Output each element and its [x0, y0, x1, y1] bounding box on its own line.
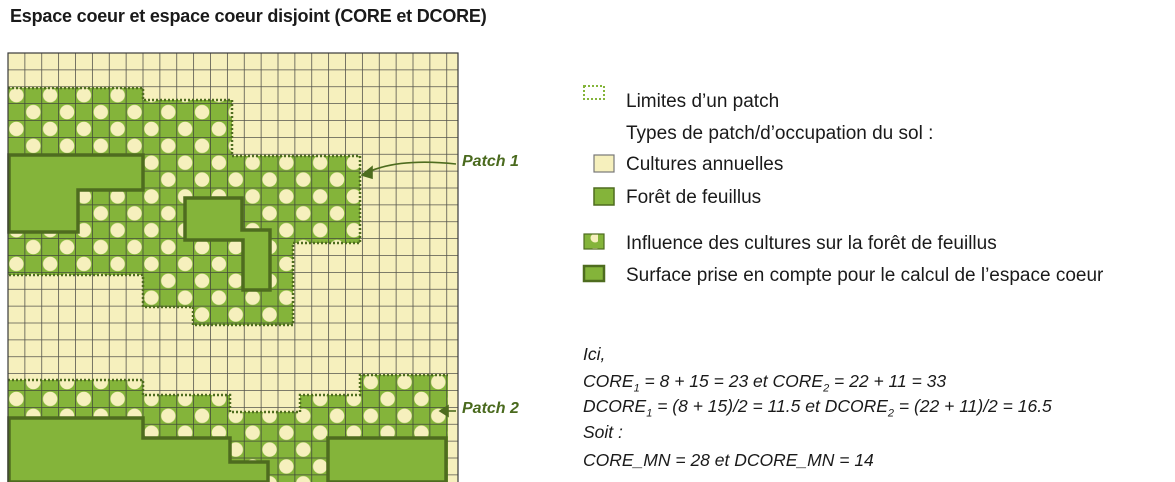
core-area-1a: [7, 153, 145, 234]
grid-frame: [7, 52, 459, 482]
forest-swatch: [593, 187, 615, 206]
core-area-2b: [326, 436, 448, 482]
core-areas: [7, 153, 448, 482]
patch-2-label: Patch 2: [462, 400, 519, 417]
legend-core-area: Surface prise en compte pour le calcul d…: [626, 265, 1104, 286]
formula-result: CORE_MN = 28 et DCORE_MN = 14: [583, 450, 874, 470]
legend-influence: Influence des cultures sur la forêt de f…: [626, 233, 997, 254]
patch-arrows: [360, 161, 457, 418]
patch-limit-swatch: [583, 85, 605, 100]
formula-dcore: DCORE1 = (8 + 15)/2 = 11.5 et DCORE2 = (…: [583, 396, 1052, 420]
patch-1-label: Patch 1: [462, 153, 519, 170]
core-area-swatch: [582, 264, 606, 283]
legend-types-heading: Types de patch/d’occupation du sol :: [626, 123, 934, 144]
patch-limits: [8, 86, 448, 414]
legend-forest: Forêt de feuillus: [626, 187, 762, 208]
legend-swatches: [582, 85, 615, 283]
diagram-title: Espace coeur et espace coeur disjoint (C…: [10, 6, 487, 26]
crops-swatch: [593, 154, 615, 173]
formula-core: CORE1 = 8 + 15 = 23 et CORE2 = 22 + 11 =…: [583, 371, 947, 395]
legend-crops: Cultures annuelles: [626, 154, 784, 175]
core-area-1b: [183, 196, 272, 292]
formula-intro: Ici,: [583, 344, 606, 364]
core-area-2a: [7, 416, 270, 482]
formula-soit: Soit :: [583, 422, 623, 442]
legend-patch-limits: Limites d’un patch: [626, 91, 780, 112]
